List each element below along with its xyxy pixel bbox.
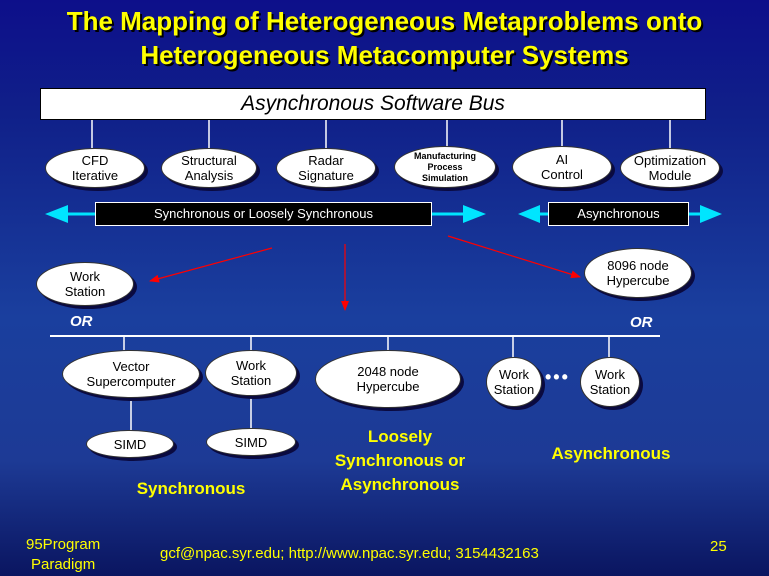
machine-label: Hypercube xyxy=(606,273,670,288)
machine-label: Supercomputer xyxy=(86,374,176,389)
label-asynchronous: Asynchronous xyxy=(551,444,671,463)
machine-label: 8096 node xyxy=(607,258,669,273)
app-label: Control xyxy=(541,167,583,182)
app-label: Module xyxy=(648,168,692,183)
ellipsis-dots: ••• xyxy=(545,367,570,387)
bus-drop-lines xyxy=(91,120,671,148)
label-line: Synchronous or xyxy=(334,451,466,470)
label-line: Loosely xyxy=(367,427,433,446)
band-asynchronous-label: Asynchronous xyxy=(577,206,660,221)
machine-label: Station xyxy=(64,284,106,299)
footer-contact: gcf@npac.syr.edu; http://www.npac.syr.ed… xyxy=(160,545,539,562)
page-number: 25 xyxy=(710,538,727,555)
machine-label: 2048 node xyxy=(357,364,419,379)
label-synchronous: Synchronous xyxy=(136,479,246,498)
app-label: Manufacturing xyxy=(414,150,476,161)
machine-label: Station xyxy=(589,382,631,397)
machine-label: Hypercube xyxy=(356,379,420,394)
app-label: CFD xyxy=(81,153,109,168)
or-label-right: OR xyxy=(630,314,653,331)
software-bus-label: Asynchronous Software Bus xyxy=(241,92,505,115)
slide-title: The Mapping of Heterogeneous Metaproblem… xyxy=(0,4,769,72)
app-label: Optimization xyxy=(633,153,707,168)
machine-label: Work xyxy=(498,367,530,382)
app-label: Structural xyxy=(181,153,237,168)
machine-simd-1: SIMD xyxy=(86,430,174,458)
machine-label: Work xyxy=(235,358,267,373)
machine-label: Work xyxy=(594,367,626,382)
app-label: Radar xyxy=(308,153,344,168)
app-label: Simulation xyxy=(421,172,468,183)
footer-left-line: 95Program xyxy=(26,536,101,553)
footer-left: 95Program Paradigm xyxy=(26,535,100,575)
machine-label: Vector xyxy=(112,359,150,374)
app-label: Signature xyxy=(298,168,354,183)
software-bus: Asynchronous Software Bus xyxy=(40,88,706,120)
machine-label: SIMD xyxy=(113,436,147,452)
machine-label: Station xyxy=(230,373,272,388)
machine-label: Work xyxy=(69,269,101,284)
title-line-2: Heterogeneous Metacomputer Systems xyxy=(140,40,629,70)
footer-left-line: Paradigm xyxy=(31,556,96,573)
or-label-left: OR xyxy=(70,313,93,330)
machine-simd-2: SIMD xyxy=(206,428,296,456)
band-synchronous-label: Synchronous or Loosely Synchronous xyxy=(154,206,373,221)
app-label: AI xyxy=(555,152,569,167)
app-label: Iterative xyxy=(71,168,119,183)
band-asynchronous: Asynchronous xyxy=(548,202,689,226)
mapping-arrows xyxy=(149,235,581,311)
app-label: Process xyxy=(427,161,463,172)
label-line: Asynchronous xyxy=(340,475,460,494)
machine-label: Station xyxy=(493,382,535,397)
label-loosely-synchronous: Loosely Synchronous or Asynchronous xyxy=(310,425,490,497)
band-synchronous: Synchronous or Loosely Synchronous xyxy=(95,202,432,226)
machine-label: SIMD xyxy=(234,434,268,450)
app-label: Analysis xyxy=(184,168,234,183)
title-line-1: The Mapping of Heterogeneous Metaproblem… xyxy=(66,6,703,36)
system-drop-lines xyxy=(123,336,610,430)
